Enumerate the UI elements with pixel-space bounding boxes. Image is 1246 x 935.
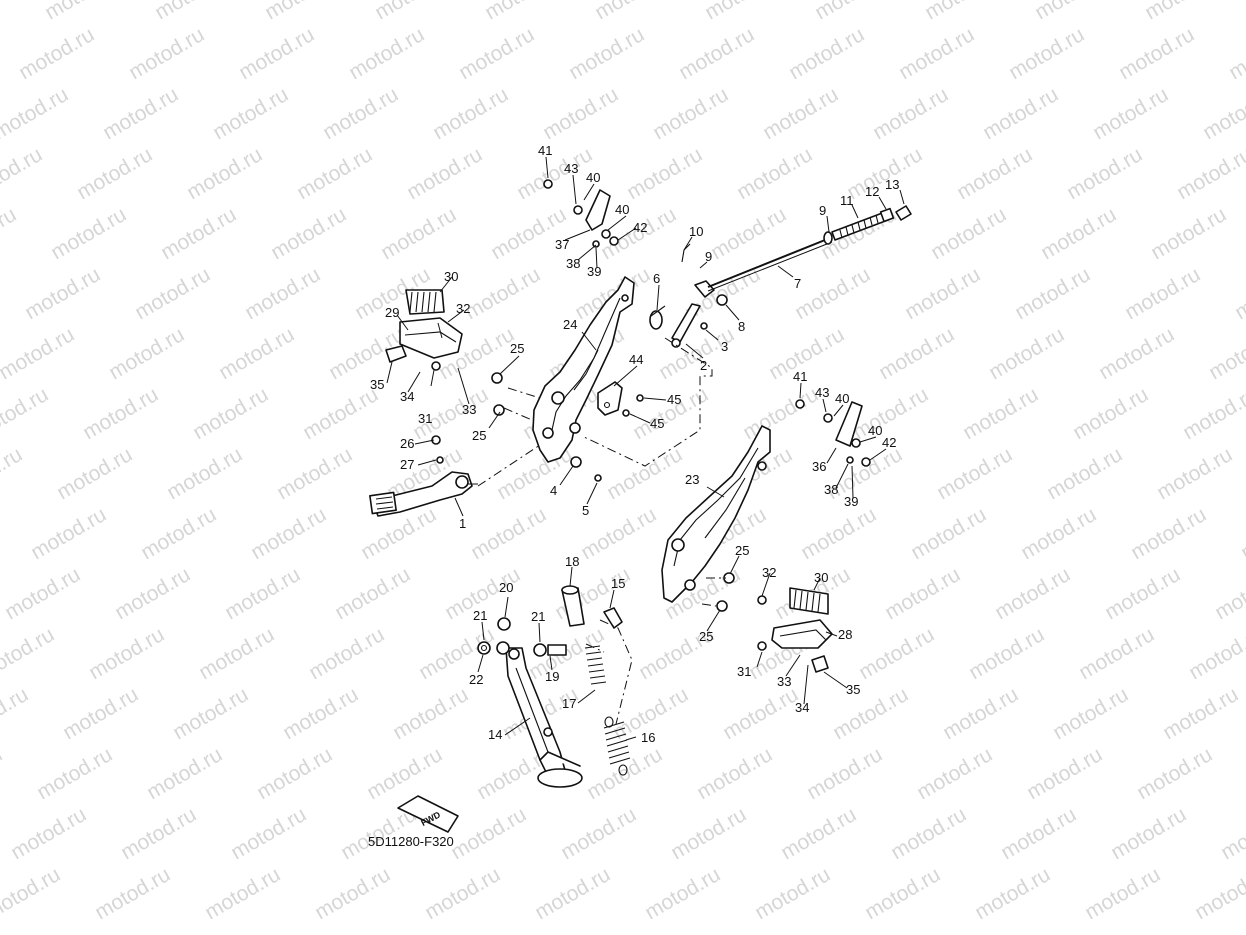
callout-40-lower-b: 40 <box>868 423 882 438</box>
callout-30-left: 30 <box>444 269 458 284</box>
callout-7: 7 <box>794 276 801 291</box>
callout-26: 26 <box>400 436 414 451</box>
callout-12: 12 <box>865 184 879 199</box>
callout-38-upper: 38 <box>566 256 580 271</box>
callout-38-lower: 38 <box>824 482 838 497</box>
callout-17: 17 <box>562 696 576 711</box>
callout-42-lower: 42 <box>882 435 896 450</box>
callout-39-upper: 39 <box>587 264 601 279</box>
right-footrest-bracket <box>661 425 771 603</box>
callout-20: 20 <box>499 580 513 595</box>
callout-45-upper: 45 <box>667 392 681 407</box>
callout-28: 28 <box>838 627 852 642</box>
callout-2: 2 <box>700 358 707 373</box>
left-footrest-bracket <box>532 276 635 463</box>
bracket-hanger-plate <box>597 381 623 416</box>
sidestand-bolt-nut-set <box>477 617 567 657</box>
right-footrest <box>757 587 833 673</box>
callout-37: 37 <box>555 237 569 252</box>
callout-30-right: 30 <box>814 570 828 585</box>
callout-41-lower: 41 <box>793 369 807 384</box>
callout-21-right: 21 <box>531 609 545 624</box>
callout-9-right: 9 <box>819 203 826 218</box>
callout-18: 18 <box>565 554 579 569</box>
callout-1: 1 <box>459 516 466 531</box>
callout-31-left: 31 <box>418 411 432 426</box>
callout-31-right: 31 <box>737 664 751 679</box>
callout-34-left: 34 <box>400 389 414 404</box>
callout-24: 24 <box>563 317 577 332</box>
forward-arrow: FWD <box>397 795 459 833</box>
callout-40-lower-a: 40 <box>835 391 849 406</box>
callout-9-left: 9 <box>705 249 712 264</box>
shift-rod <box>671 303 701 348</box>
callout-43-upper: 43 <box>564 161 578 176</box>
left-footrest <box>385 289 463 371</box>
callout-3: 3 <box>721 339 728 354</box>
callout-11: 11 <box>840 193 854 208</box>
callout-13: 13 <box>885 177 899 192</box>
shift-arm <box>649 305 666 330</box>
diagram-code: 5D11280-F320 <box>368 834 454 849</box>
callout-19: 19 <box>545 669 559 684</box>
callout-16: 16 <box>641 730 655 745</box>
callout-6: 6 <box>653 271 660 286</box>
callout-34-right: 34 <box>795 700 809 715</box>
callout-41-upper: 41 <box>538 143 552 158</box>
callout-40-upper-b: 40 <box>615 202 629 217</box>
callout-8: 8 <box>738 319 745 334</box>
callout-32-right: 32 <box>762 565 776 580</box>
callout-36: 36 <box>812 459 826 474</box>
callout-27: 27 <box>400 457 414 472</box>
callout-33-right: 33 <box>777 674 791 689</box>
callout-21-left: 21 <box>473 608 487 623</box>
callout-10: 10 <box>689 224 703 239</box>
callout-22: 22 <box>469 672 483 687</box>
callout-15: 15 <box>611 576 625 591</box>
callout-29: 29 <box>385 305 399 320</box>
callout-25-upper-right: 25 <box>735 543 749 558</box>
callout-39-lower: 39 <box>844 494 858 509</box>
callout-32-left: 32 <box>456 301 470 316</box>
callout-5: 5 <box>582 503 589 518</box>
linkage-lines <box>477 337 726 725</box>
callout-35-left: 35 <box>370 377 384 392</box>
callout-23: 23 <box>685 472 699 487</box>
sidestand <box>505 647 583 788</box>
callouts: 1 2 3 4 5 6 7 8 9 9 10 11 12 13 14 15 16… <box>370 143 899 745</box>
brake-rod-assembly <box>681 205 912 306</box>
callout-42-upper: 42 <box>633 220 647 235</box>
callout-4: 4 <box>550 483 557 498</box>
callout-33-left: 33 <box>462 402 476 417</box>
callout-43-lower: 43 <box>815 385 829 400</box>
callout-45-lower: 45 <box>650 416 664 431</box>
leader-lines <box>386 156 905 741</box>
callout-35-right: 35 <box>846 682 860 697</box>
callout-14: 14 <box>488 727 502 742</box>
sidestand-springs <box>584 607 631 776</box>
callout-44: 44 <box>629 352 643 367</box>
shift-pedal <box>369 471 478 517</box>
callout-40-upper-a: 40 <box>586 170 600 185</box>
callout-25-lower-left: 25 <box>472 428 486 443</box>
callout-25-upper-left: 25 <box>510 341 524 356</box>
callout-25-lower-right: 25 <box>699 629 713 644</box>
fasteners <box>431 179 871 612</box>
sidestand-collar <box>561 585 585 627</box>
